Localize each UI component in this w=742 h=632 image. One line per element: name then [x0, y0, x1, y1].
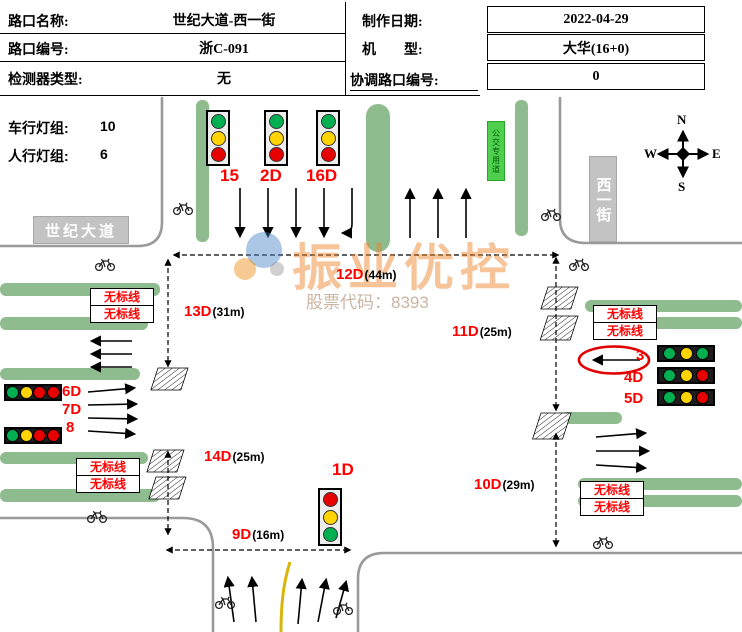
distance-label-10d: 10D(29m)	[474, 476, 535, 493]
machine-type-label: 机 型:	[362, 43, 423, 58]
green-light-icon	[662, 369, 676, 382]
green-light-icon	[6, 386, 20, 399]
no-marking-text: 无标线	[89, 460, 126, 474]
vehicle-light-group-count: 10	[100, 118, 116, 134]
signal-label-16d: 16D	[306, 166, 338, 185]
signal-head-2d	[264, 110, 288, 166]
detector-type-label: 检测器类型:	[8, 73, 83, 88]
coordinated-id-label: 协调路口编号:	[350, 70, 478, 91]
signal-head-16d	[316, 110, 340, 166]
intersection-id-label: 路口编号:	[8, 43, 69, 58]
green-light-icon	[322, 526, 338, 542]
bus-lane-label: 公交专用道	[487, 121, 505, 181]
green-light-icon	[320, 113, 336, 129]
intersection-id-value: 浙C-091	[199, 42, 249, 57]
yellow-light-icon	[19, 429, 33, 442]
green-light-icon	[6, 429, 20, 442]
signal-head-6d	[4, 384, 62, 401]
intersection-name-value: 世纪大道-西一街	[172, 14, 276, 29]
creation-date-value: 2022-04-29	[487, 6, 705, 33]
header-divider	[0, 33, 345, 34]
lane-arrows	[87, 187, 651, 625]
no-marking-text: 无标线	[103, 290, 140, 304]
red-light-icon	[46, 429, 60, 442]
red-light-icon	[268, 147, 284, 163]
detector-type-value: 无	[217, 72, 231, 87]
signal-3-highlight-ellipse	[577, 345, 651, 375]
red-light-icon	[696, 369, 710, 382]
red-light-icon	[33, 386, 47, 399]
signal-label-5d: 5D	[624, 390, 644, 407]
signal-head-1d	[318, 488, 342, 546]
coordinated-id-value: 0	[487, 63, 705, 90]
compass-south-label: S	[678, 179, 686, 194]
no-marking-text: 无标线	[91, 305, 153, 322]
signal-head-7d-8	[4, 427, 62, 444]
signal-label-7d: 7D	[62, 401, 82, 418]
yellow-light-icon	[679, 391, 693, 404]
distance-label-12d: 12D(44m)	[336, 266, 397, 283]
no-marking-text: 无标线	[594, 322, 656, 339]
pedestrian-light-group-label: 人行灯组:	[8, 148, 69, 164]
yellow-light-icon	[679, 369, 693, 382]
red-light-icon	[46, 386, 60, 399]
signal-label-8: 8	[66, 419, 75, 436]
red-light-icon	[320, 147, 336, 163]
yellow-light-icon	[210, 130, 226, 146]
green-light-icon	[268, 113, 284, 129]
yellow-light-icon	[320, 130, 336, 146]
green-light-icon	[696, 347, 710, 360]
red-light-icon	[210, 147, 226, 163]
signal-head-4d	[657, 367, 715, 384]
distance-label-11d: 11D(25m)	[452, 323, 512, 340]
no-marking-text: 无标线	[77, 475, 139, 492]
red-light-icon	[322, 492, 338, 508]
green-light-icon	[662, 347, 676, 360]
signal-label-2d: 2D	[260, 166, 282, 185]
header-divider	[0, 95, 480, 96]
no-marking-text: 无标线	[593, 483, 630, 497]
no-marking-box-east-bottom: 无标线 无标线	[580, 481, 644, 516]
creation-date-label: 制作日期:	[362, 15, 423, 30]
vehicle-light-group-label: 车行灯组:	[8, 120, 69, 136]
no-marking-box-west-bottom: 无标线 无标线	[76, 458, 140, 493]
measure-lines	[164, 251, 560, 554]
signal-label-4d: 4D	[624, 369, 644, 386]
distance-label-13d: 13D(31m)	[184, 303, 245, 320]
no-marking-box-west-top: 无标线 无标线	[90, 288, 154, 323]
red-light-icon	[33, 429, 47, 442]
compass-east-label: E	[712, 146, 721, 161]
red-light-icon	[696, 391, 710, 404]
signal-head-3	[657, 345, 715, 362]
green-light-icon	[210, 113, 226, 129]
west-road-name-plate: 世纪大道	[33, 216, 129, 244]
header-divider	[0, 61, 345, 62]
signal-label-3: 3	[636, 347, 645, 364]
compass-west-label: W	[644, 146, 657, 161]
no-marking-text: 无标线	[581, 498, 643, 515]
signal-label-15: 15	[220, 166, 239, 185]
yellow-center-line	[279, 561, 292, 632]
no-marking-text: 无标线	[606, 307, 643, 321]
signal-label-1d: 1D	[332, 460, 354, 479]
green-light-icon	[662, 391, 676, 404]
yellow-light-icon	[268, 130, 284, 146]
distance-label-9d: 9D(16m)	[232, 526, 285, 543]
yellow-light-icon	[322, 509, 338, 525]
intersection-name-label: 路口名称:	[8, 15, 69, 30]
east-road-name-plate: 西一街	[589, 156, 617, 242]
compass-north-label: N	[677, 112, 687, 127]
pedestrian-light-group-count: 6	[100, 146, 108, 162]
machine-type-value: 大华(16+0)	[487, 34, 705, 61]
distance-label-14d: 14D(25m)	[204, 448, 265, 465]
compass-icon	[656, 129, 710, 179]
no-marking-box-east-top: 无标线 无标线	[593, 305, 657, 340]
signal-label-6d: 6D	[62, 383, 82, 400]
signal-head-5d	[657, 389, 715, 406]
signal-head-15	[206, 110, 230, 166]
yellow-light-icon	[679, 347, 693, 360]
yellow-light-icon	[19, 386, 33, 399]
header-divider-vertical	[345, 2, 346, 96]
